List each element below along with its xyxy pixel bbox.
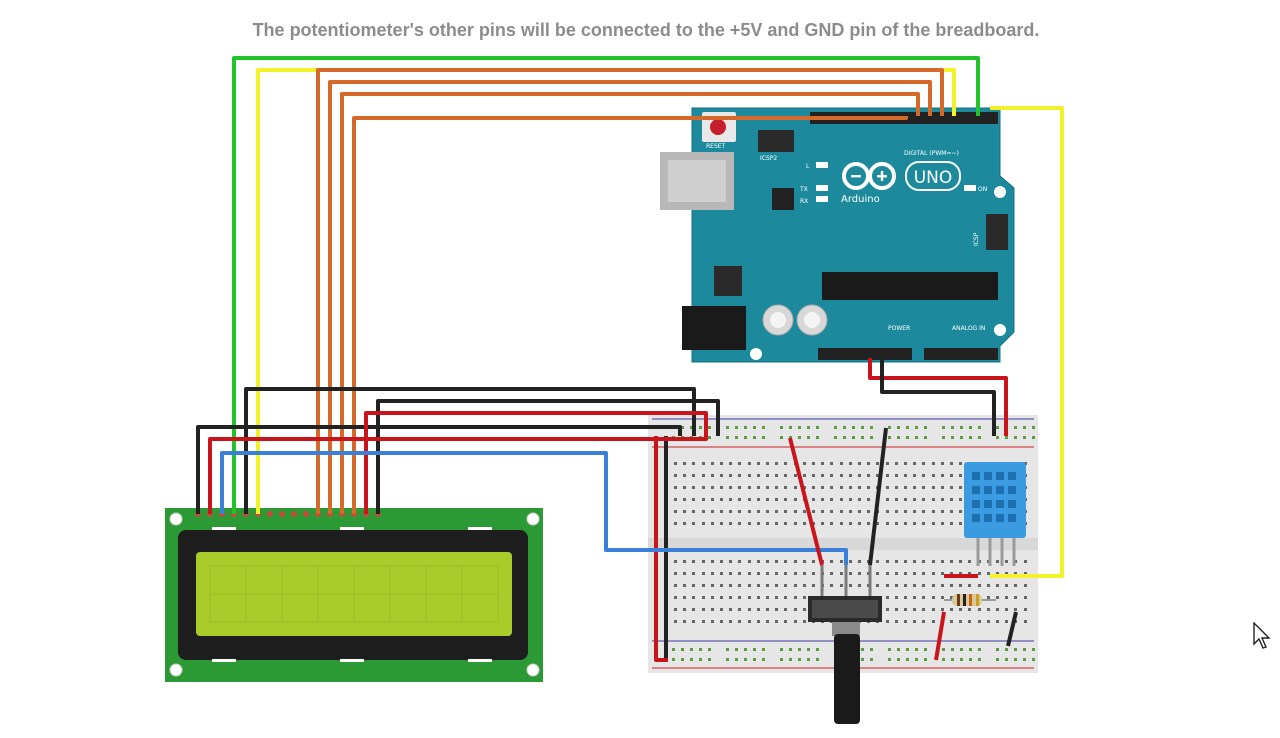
lcd-display <box>165 508 543 682</box>
power-header <box>818 348 912 360</box>
wire-red-5v <box>868 358 1008 436</box>
wire-red-vcc <box>654 436 668 662</box>
analog-header <box>924 348 998 360</box>
arduino-logo <box>842 161 961 191</box>
power-jack <box>682 306 746 350</box>
wire-black-1 <box>196 425 682 514</box>
wire-black-dht <box>1006 611 1018 647</box>
wire-orange-3 <box>340 92 920 514</box>
icsp-label: ICSP <box>973 232 980 246</box>
arduino-uno-board: RESET ICSP2 ICSP UNO Arduino DIGITAL (PW… <box>660 107 1015 363</box>
on-led-label: ON <box>978 186 987 193</box>
potentiometer <box>808 565 882 724</box>
atmega-chip <box>822 272 998 300</box>
wire-blue <box>220 451 848 565</box>
wire-black-pot <box>868 427 888 566</box>
potentiometer-knob <box>834 634 860 724</box>
dht11-sensor <box>964 462 1026 566</box>
power-label: POWER <box>888 325 910 332</box>
wire-yellow-dht <box>990 106 1064 578</box>
reset-label: RESET <box>706 143 726 150</box>
caption: The potentiometer's other pins will be c… <box>252 20 1040 40</box>
wire-red-1 <box>208 436 708 514</box>
rx-led-label: RX <box>800 198 808 205</box>
l-led-label: L <box>806 163 810 170</box>
resistor <box>944 594 996 606</box>
uno-label: UNO <box>914 168 953 188</box>
wires <box>196 56 1064 662</box>
arduino-label: Arduino <box>841 194 880 205</box>
wire-black-3 <box>376 399 720 514</box>
digital-label: DIGITAL (PWM=~) <box>904 150 959 157</box>
wire-black-gnd-arduino <box>880 358 996 436</box>
icsp2-label: ICSP2 <box>760 155 777 162</box>
wire-red-pot <box>788 437 824 566</box>
mouse-cursor-icon <box>1253 622 1271 649</box>
wire-orange-2 <box>328 80 932 514</box>
wire-red-2 <box>364 411 708 514</box>
analog-label: ANALOG IN <box>952 325 985 332</box>
wire-orange-1 <box>316 68 944 514</box>
wire-red-rail <box>934 611 946 661</box>
wire-green <box>232 56 980 514</box>
wire-orange-4 <box>352 116 908 514</box>
tx-led-label: TX <box>799 186 808 193</box>
